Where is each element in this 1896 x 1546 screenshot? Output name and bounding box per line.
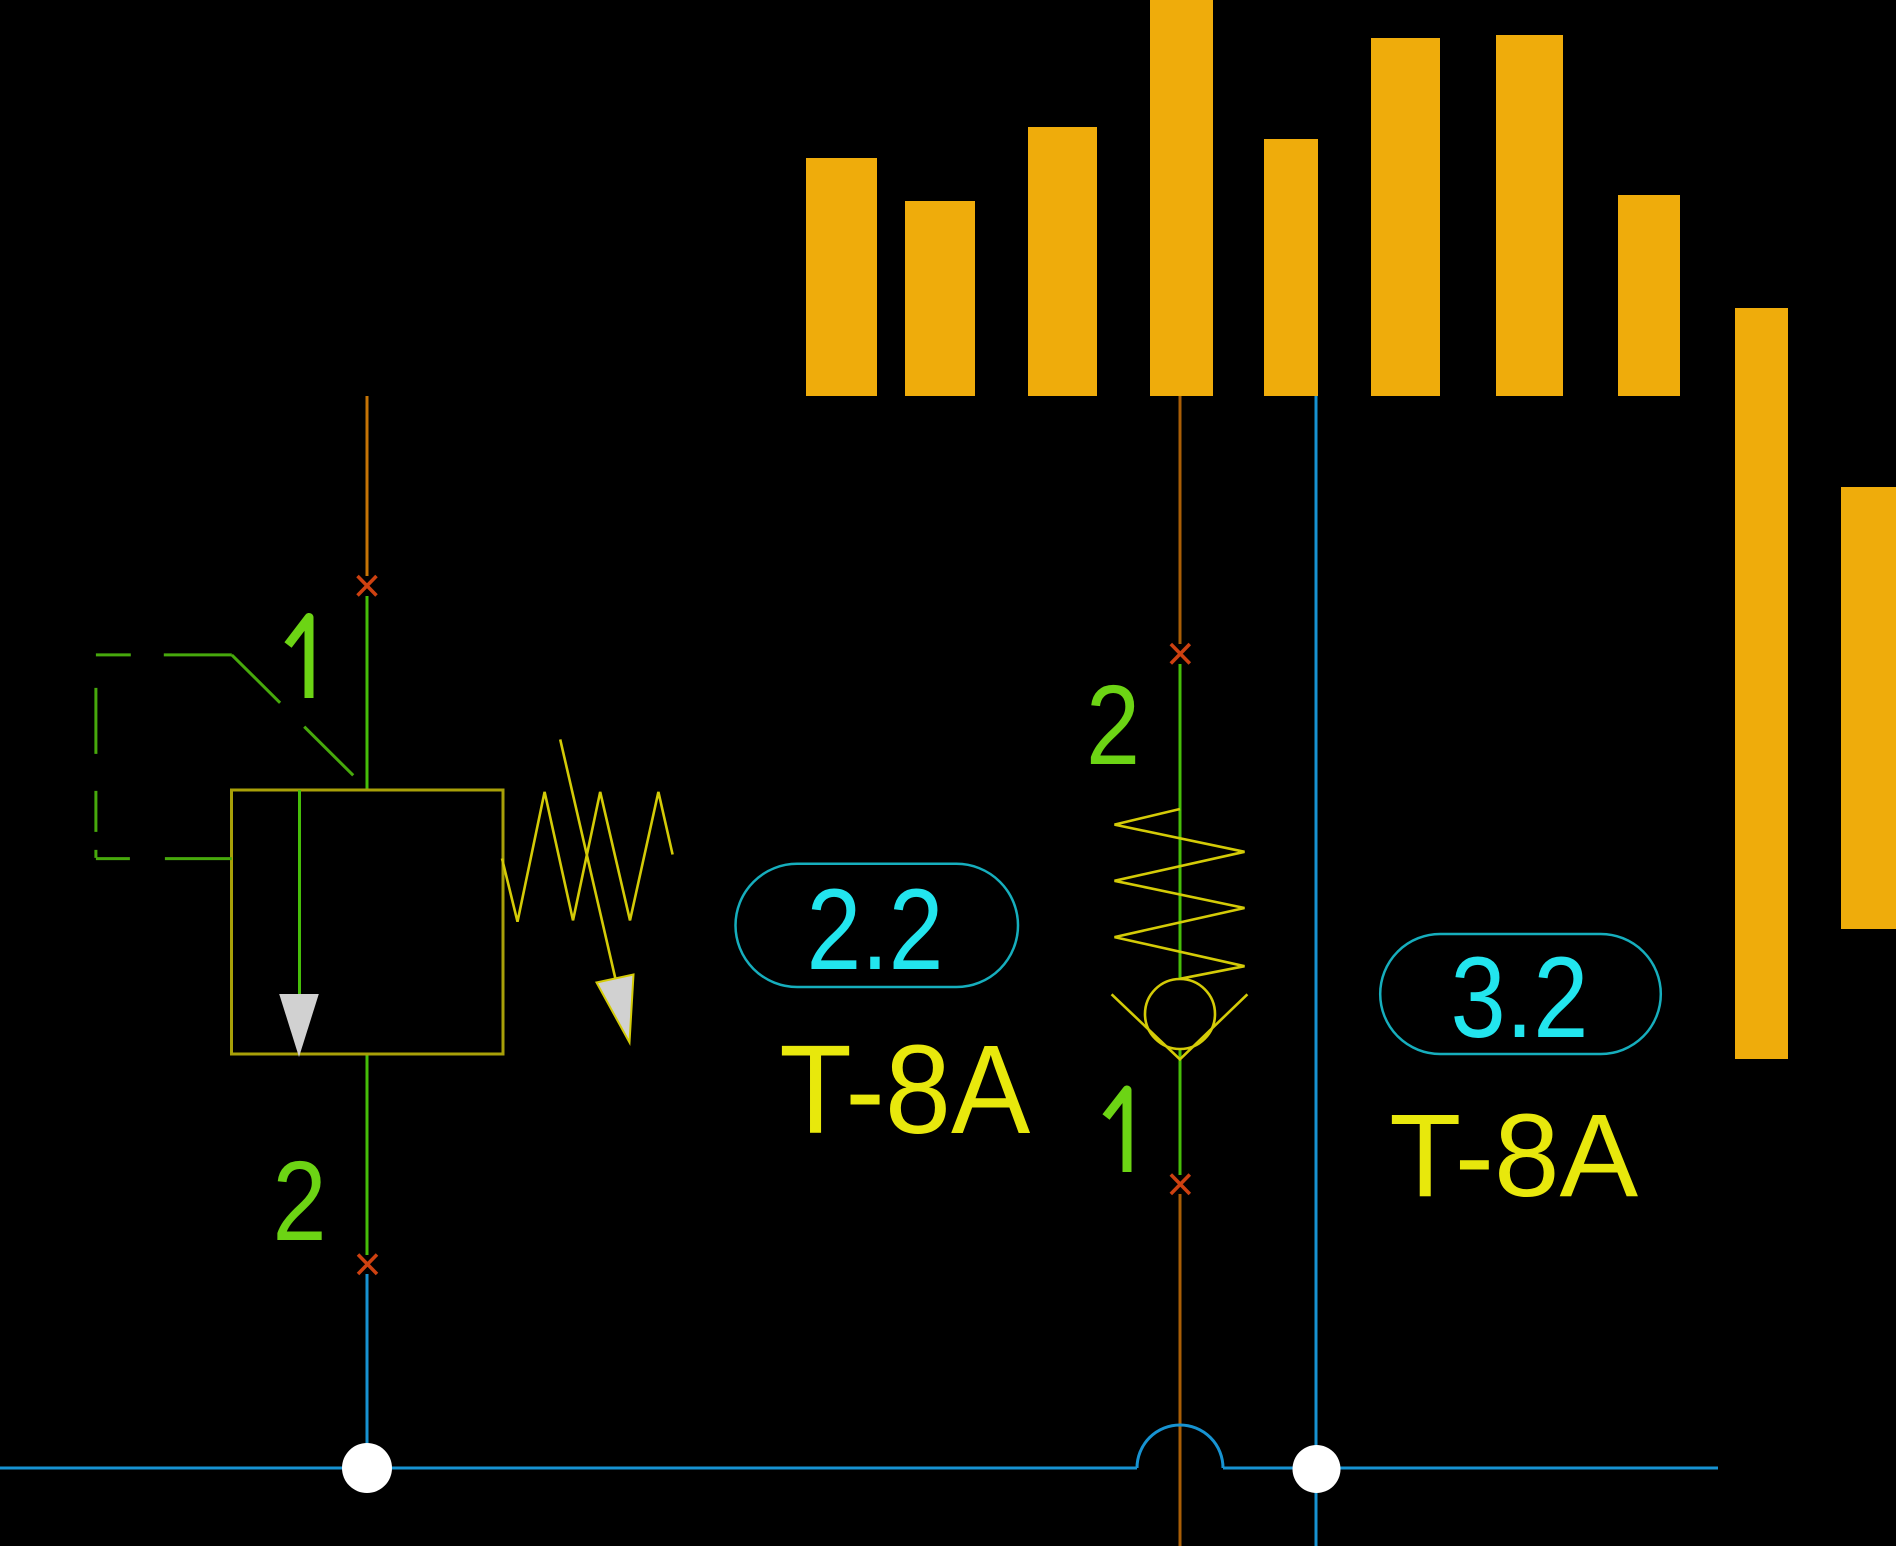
svg-text:3.2: 3.2 bbox=[1451, 934, 1589, 1062]
svg-text:2: 2 bbox=[1086, 663, 1140, 788]
svg-text:2.2: 2.2 bbox=[807, 866, 944, 994]
svg-text:2: 2 bbox=[272, 1139, 326, 1264]
svg-text:T-8A: T-8A bbox=[1389, 1090, 1638, 1222]
svg-text:T-8A: T-8A bbox=[779, 1019, 1030, 1160]
